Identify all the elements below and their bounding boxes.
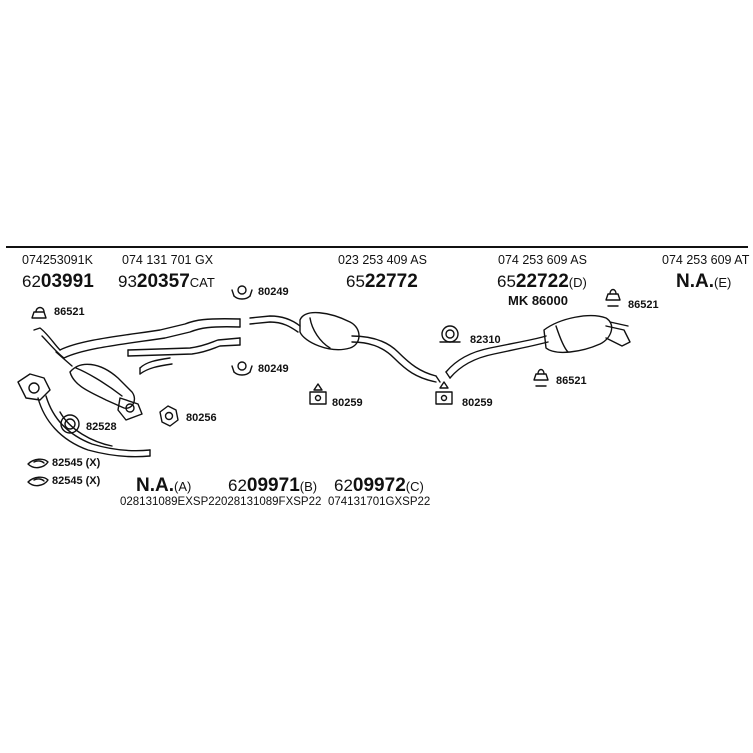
bottom-part-b: 6209971(B)	[228, 475, 318, 496]
rear-silencer	[543, 315, 631, 354]
front-pipe-upper	[33, 318, 241, 359]
label-86521-right: 86521	[628, 299, 659, 311]
clamp-80249-bottom	[231, 361, 253, 376]
part-number-1: 6203991	[22, 271, 94, 292]
label-82528: 82528	[86, 421, 117, 433]
gasket-82528	[60, 414, 80, 434]
oem-number-4: 074 253 609 AS	[498, 253, 587, 267]
oem-number-1: 074253091K	[22, 253, 93, 267]
rear-pipe	[445, 335, 549, 379]
oem-number-2: 074 131 701 GX	[122, 253, 214, 267]
bottom-part-c: 6209972(C)	[334, 475, 424, 496]
code-2: 028131089FXSP22	[221, 496, 322, 508]
clamp-82545-lower	[27, 476, 49, 487]
catalytic-converter	[55, 351, 143, 421]
label-82310: 82310	[470, 334, 501, 346]
part-number-5: N.A.(E)	[676, 271, 732, 292]
label-80249-bottom: 80249	[258, 363, 289, 375]
front-pipe-lower	[127, 337, 241, 375]
clamp-82545-upper	[27, 458, 49, 469]
label-80256: 80256	[186, 412, 217, 424]
hanger-80259-left	[309, 383, 327, 405]
label-82545-upper: 82545 (X)	[52, 457, 101, 469]
clamp-82310	[439, 325, 461, 343]
mounting-kit-number: MK 86000	[508, 293, 568, 308]
rubber-mount-86521-mid	[533, 368, 549, 387]
code-3: 074131701GXSP22	[328, 496, 431, 508]
label-80259-right: 80259	[462, 397, 493, 409]
clamp-80249-top	[231, 285, 253, 300]
oem-number-3: 023 253 409 AS	[338, 253, 427, 267]
part-number-3: 6522772	[346, 271, 418, 292]
label-86521-mid: 86521	[556, 375, 587, 387]
flange-gasket-80256	[159, 405, 179, 427]
downpipe-with-flange	[17, 373, 151, 458]
code-1: 028131089EXSP22	[120, 496, 222, 508]
oem-number-5: 074 253 609 AT	[662, 253, 750, 267]
part-number-4: 6522722(D)	[497, 271, 587, 292]
label-82545-lower: 82545 (X)	[52, 475, 101, 487]
bottom-part-a: N.A.(A)	[136, 475, 192, 496]
label-86521-left: 86521	[54, 306, 85, 318]
header-rule	[6, 246, 748, 248]
center-silencer	[249, 312, 441, 383]
part-number-2: 9320357CAT	[118, 271, 215, 292]
label-80259-left: 80259	[332, 397, 363, 409]
label-80249-top: 80249	[258, 286, 289, 298]
rubber-mount-86521-left	[31, 306, 47, 319]
rubber-mount-86521-right	[605, 288, 621, 307]
hanger-80259-right	[435, 381, 453, 405]
